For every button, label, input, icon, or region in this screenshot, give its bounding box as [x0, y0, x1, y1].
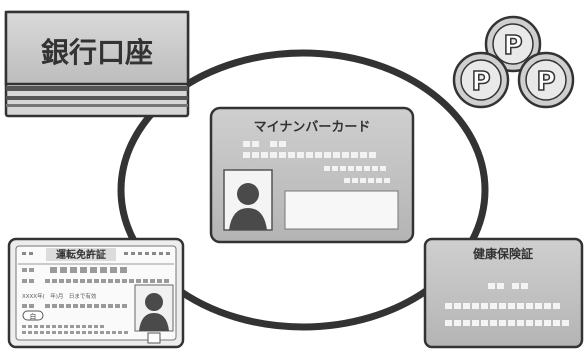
point-coin-right: P	[517, 51, 575, 109]
point-coin-top: P	[484, 15, 542, 73]
point-label: P	[503, 31, 522, 61]
health-insurance-title: 健康保険証	[473, 246, 533, 261]
drivers-license-title: 運転免許証	[56, 248, 106, 261]
my-number-card-title: マイナンバーカード	[254, 120, 371, 135]
point-coin-left: P	[452, 51, 510, 109]
my-number-card: マイナンバーカード	[209, 106, 415, 244]
health-insurance-card: 健康保険証	[423, 237, 584, 349]
license-validity-line: XXXX年( 年)月 日まで有効	[22, 292, 97, 300]
drivers-license-card: 運転免許証 XXXX年( 年)月 日まで有効	[7, 237, 185, 349]
connection-ring	[117, 49, 489, 331]
license-badge: 白	[30, 312, 37, 321]
point-label: P	[536, 67, 555, 97]
points-coins: P P P	[452, 15, 575, 109]
bank-account-card: 銀行口座	[4, 10, 190, 118]
point-label: P	[471, 67, 490, 97]
bank-label: 銀行口座	[41, 36, 153, 69]
